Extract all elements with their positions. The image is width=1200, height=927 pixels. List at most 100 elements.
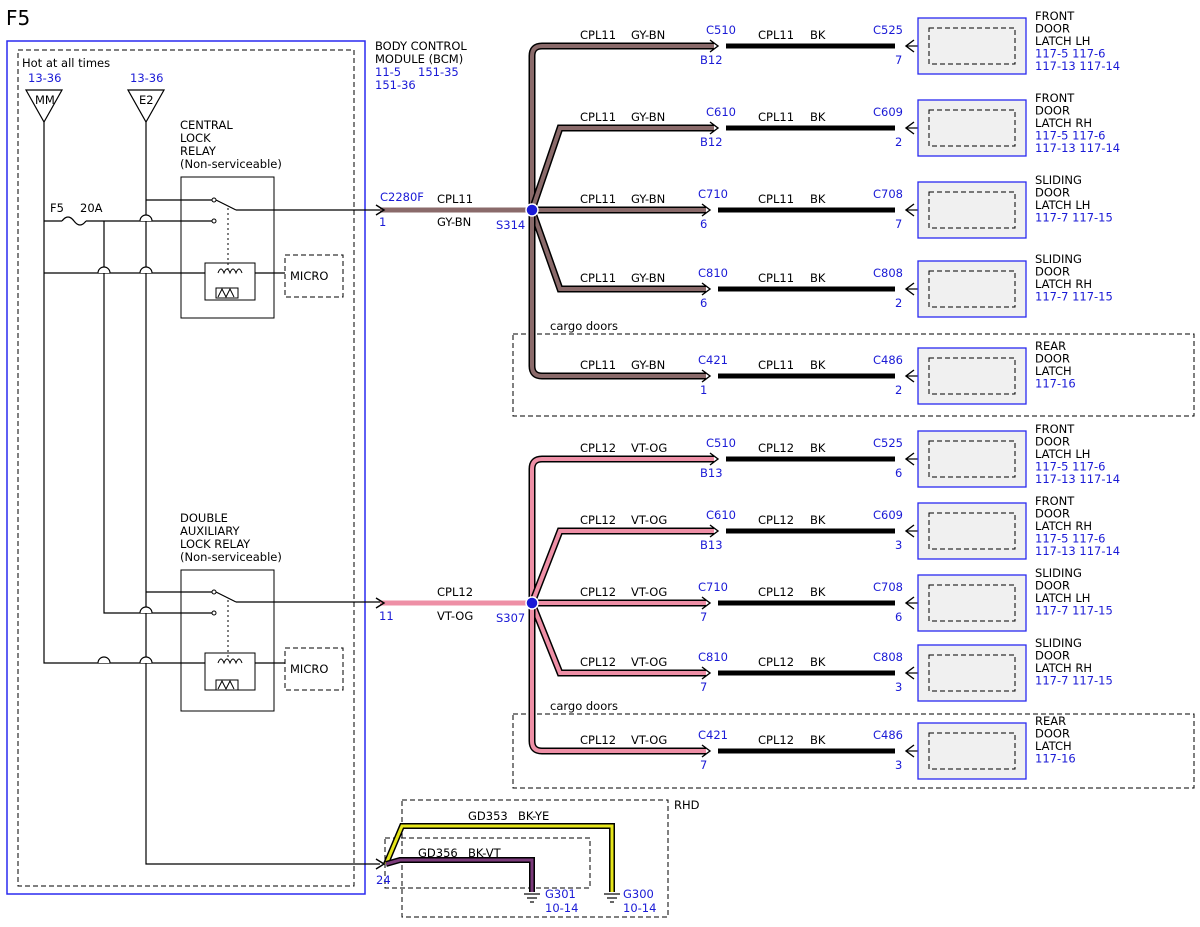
- latch-name-line: FRONT: [1035, 494, 1075, 508]
- latch-name-line: LATCH LH: [1035, 591, 1090, 605]
- latch-name-line: LATCH RH: [1035, 661, 1092, 675]
- latch-inner-box: [928, 440, 1016, 478]
- branch-pin-1: 7: [700, 610, 707, 624]
- bk-color-label: BK: [810, 585, 826, 599]
- g301-ref: 10-14: [545, 901, 578, 915]
- latch-name-line: FRONT: [1035, 91, 1075, 105]
- bcm-connector-c2280f: C2280F: [380, 190, 424, 204]
- connector-arrow-icon: [709, 452, 720, 466]
- bk-color-label: BK: [810, 192, 826, 206]
- branch-circuit-label: CPL12: [580, 585, 616, 599]
- bk-circuit-label: CPL12: [758, 513, 794, 527]
- svg-text:LOCK RELAY: LOCK RELAY: [180, 537, 251, 551]
- bk-color-label: BK: [810, 358, 826, 372]
- branch-pin-1: 6: [700, 296, 707, 310]
- branch-connector-1: C810: [698, 650, 728, 664]
- latch-name-line: DOOR: [1035, 186, 1070, 200]
- internal-wiring: [43, 122, 380, 865]
- latch-ref-line: 117-7 117-15: [1035, 674, 1113, 688]
- branch-connector-2: C808: [873, 650, 903, 664]
- latch-inner-box: [928, 27, 1016, 65]
- connector-arrow-icon: [701, 282, 712, 296]
- rhd-label: RHD: [674, 798, 700, 812]
- latch-name-line: LATCH LH: [1035, 198, 1090, 212]
- latch-ref-line: 117-7 117-15: [1035, 290, 1113, 304]
- svg-text:RELAY: RELAY: [180, 144, 217, 158]
- connector-arrow-icon: [701, 666, 712, 680]
- latch-name-line: SLIDING: [1035, 173, 1082, 187]
- central-lock-relay: CENTRAL LOCK RELAY (Non-serviceable) MIC…: [180, 118, 380, 319]
- branch-circuit-label: CPL12: [580, 441, 616, 455]
- e2-ref: 13-36: [130, 71, 163, 85]
- gd353-color: BK-YE: [518, 809, 549, 823]
- latch-name-line: REAR: [1035, 339, 1066, 353]
- svg-text:DOUBLE: DOUBLE: [180, 511, 228, 525]
- lock-cargo-label: cargo doors: [550, 319, 618, 333]
- branch-wire: [530, 126, 714, 211]
- latch-name-line: LATCH: [1035, 739, 1072, 753]
- branch-connector-2: C525: [873, 23, 903, 37]
- latch-name-line: SLIDING: [1035, 566, 1082, 580]
- latch-ref-line: 117-13 117-14: [1035, 472, 1120, 486]
- latch-ref-line: 117-13 117-14: [1035, 59, 1120, 73]
- branch-connector-1: C510: [706, 23, 736, 37]
- bk-circuit-label: CPL12: [758, 585, 794, 599]
- latch-component-box: [917, 722, 1027, 780]
- latch-ref-line: 117-7 117-15: [1035, 211, 1113, 225]
- latch-name-line: DOOR: [1035, 579, 1070, 593]
- branch-connector-1: C510: [706, 436, 736, 450]
- bk-circuit-label: CPL11: [758, 358, 794, 372]
- svg-text:MM: MM: [35, 93, 55, 107]
- latch-inner-box: [928, 584, 1016, 622]
- lock-bcm-pin: 1: [379, 215, 386, 229]
- branch-color-label: GY-BN: [631, 271, 665, 285]
- bk-circuit-label: CPL11: [758, 192, 794, 206]
- latch-ref-line: 117-5 117-6: [1035, 47, 1106, 61]
- branch-connector-1: C610: [706, 508, 736, 522]
- branch-connector-1: C421: [698, 353, 728, 367]
- branch-connector-1: C710: [698, 187, 728, 201]
- latch-name-line: DOOR: [1035, 352, 1070, 366]
- svg-text:E2: E2: [139, 93, 154, 107]
- branch-connector-2: C525: [873, 436, 903, 450]
- connector-arrow-icon: [709, 121, 720, 135]
- branch-wire: [530, 529, 714, 604]
- hot-at-all-times-label: Hot at all times: [22, 56, 110, 70]
- latch-name-line: SLIDING: [1035, 636, 1082, 650]
- branch-connector-2: C708: [873, 580, 903, 594]
- bk-color-label: BK: [810, 441, 826, 455]
- wire-crossover-hops: [97, 214, 153, 664]
- latch-component-box: [917, 347, 1027, 405]
- branch-wire: [530, 602, 706, 675]
- latch-inner-box: [928, 512, 1016, 550]
- latch-inner-box: [928, 357, 1016, 395]
- branch-wire-outline: [528, 601, 706, 677]
- branch-color-label: VT-OG: [631, 441, 667, 455]
- branch-pin-2: 7: [895, 53, 902, 67]
- latch-ref-line: 117-16: [1035, 377, 1076, 391]
- latch-component-box: [917, 181, 1027, 239]
- latch-name-line: LATCH LH: [1035, 34, 1090, 48]
- branch-wire: [530, 44, 714, 210]
- ground-g301-icon: [524, 893, 540, 903]
- lock-cargo-doors-group: [512, 333, 1195, 417]
- latch-name-line: DOOR: [1035, 507, 1070, 521]
- gd356-color: BK-VT: [468, 846, 502, 860]
- branch-pin-2: 6: [895, 610, 902, 624]
- micro-label-2: MICRO: [290, 662, 328, 676]
- splice-s307-dot: [525, 596, 539, 610]
- bk-color-label: BK: [810, 110, 826, 124]
- latch-name-line: DOOR: [1035, 265, 1070, 279]
- branch-pin-1: B13: [700, 466, 723, 480]
- g300-label: G300: [623, 887, 654, 901]
- latch-inner-box: [928, 732, 1016, 770]
- branch-pin-2: 6: [895, 466, 902, 480]
- latch-name-line: LATCH LH: [1035, 447, 1090, 461]
- branch-wire-outline: [528, 124, 714, 212]
